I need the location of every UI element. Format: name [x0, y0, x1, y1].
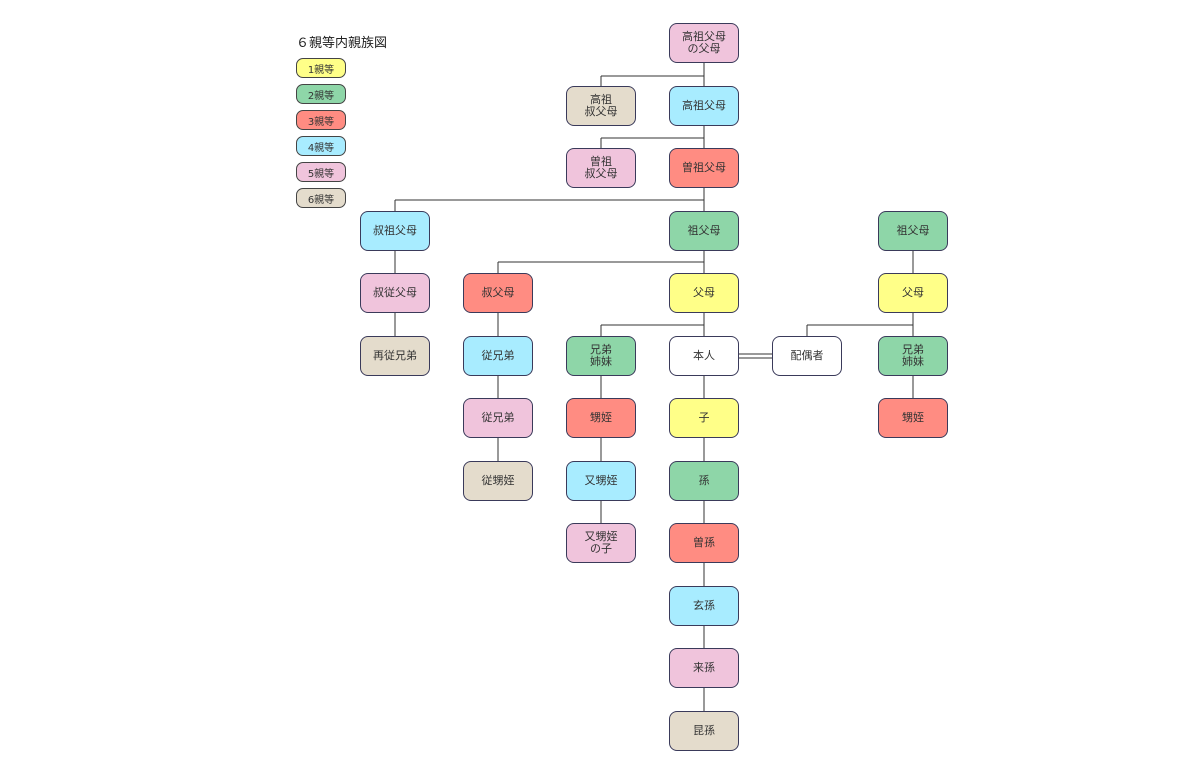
- legend-degree-5: 5親等: [296, 162, 346, 182]
- node-grandnephew-child: 又甥姪 の子: [566, 523, 636, 563]
- node-parents: 父母: [669, 273, 739, 313]
- diagram-title: ６親等内親族図: [296, 36, 388, 51]
- node-koso-uncle: 高祖 叔父母: [566, 86, 636, 126]
- legend-degree-4: 4親等: [296, 136, 346, 156]
- node-child: 子: [669, 398, 739, 438]
- node-self: 本人: [669, 336, 739, 376]
- node-soso-uncle: 曽祖 叔父母: [566, 148, 636, 188]
- legend-degree-1: 1親等: [296, 58, 346, 78]
- node-koso: 高祖父母: [669, 86, 739, 126]
- node-nephew-niece: 甥姪: [566, 398, 636, 438]
- legend-degree-3: 3親等: [296, 110, 346, 130]
- node-cousin-parent: 叔従父母: [360, 273, 430, 313]
- node-grandnephew: 又甥姪: [566, 461, 636, 501]
- node-grandchild: 孫: [669, 461, 739, 501]
- node-cousin-nephew: 従甥姪: [463, 461, 533, 501]
- node-great-grandchild: 曽孫: [669, 523, 739, 563]
- node-cousin: 従兄弟: [463, 336, 533, 376]
- node-grand-uncle: 叔祖父母: [360, 211, 430, 251]
- node-second-cousin: 再従兄弟: [360, 336, 430, 376]
- node-siblings: 兄弟 姉妹: [566, 336, 636, 376]
- node-spouse-nephew-niece: 甥姪: [878, 398, 948, 438]
- node-gg-grandchild: 玄孫: [669, 586, 739, 626]
- node-uncle-aunt: 叔父母: [463, 273, 533, 313]
- node-spouse-grandparents: 祖父母: [878, 211, 948, 251]
- node-koso-parents: 高祖父母 の父母: [669, 23, 739, 63]
- node-spouse-siblings: 兄弟 姉妹: [878, 336, 948, 376]
- node-spouse-parents: 父母: [878, 273, 948, 313]
- node-soso: 曽祖父母: [669, 148, 739, 188]
- node-gggg-grandchild: 昆孫: [669, 711, 739, 751]
- legend-degree-6: 6親等: [296, 188, 346, 208]
- node-grandparents: 祖父母: [669, 211, 739, 251]
- node-ggg-grandchild: 来孫: [669, 648, 739, 688]
- legend-degree-2: 2親等: [296, 84, 346, 104]
- node-cousin-child: 従兄弟: [463, 398, 533, 438]
- node-spouse: 配偶者: [772, 336, 842, 376]
